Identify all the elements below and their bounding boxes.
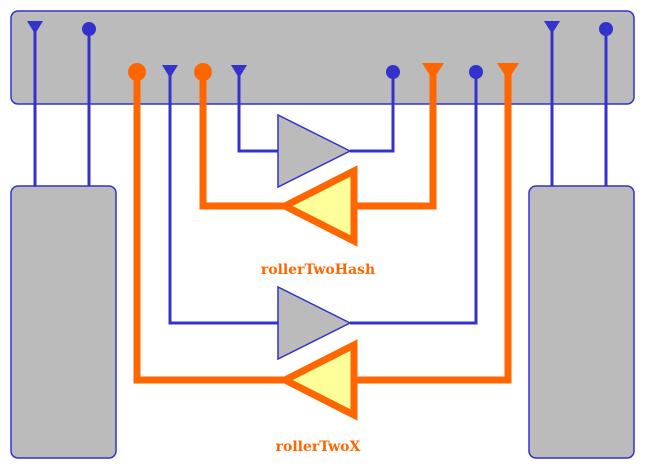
dot-port-icon xyxy=(469,65,483,79)
buffer-triangle-left-icon xyxy=(277,339,358,421)
triangle-port-icon xyxy=(497,63,519,80)
triangle-port-icon xyxy=(27,21,43,34)
triangle-port-icon xyxy=(231,65,247,78)
outer-orange-wire-return xyxy=(133,73,285,384)
upper-blue-wire xyxy=(237,72,280,153)
dot-port-icon xyxy=(194,63,212,81)
outer-orange-wire xyxy=(355,70,512,384)
dot-port-icon xyxy=(599,22,613,36)
label-rollertwohash: rollerTwoHash xyxy=(261,262,375,278)
dot-port-icon xyxy=(82,22,96,36)
dot-port-icon xyxy=(386,65,400,79)
triangle-port-icon xyxy=(422,63,444,80)
buffer-triangle-right-icon xyxy=(277,285,352,361)
upper-blue-wire-out xyxy=(350,72,395,153)
buffer-triangle-left-icon xyxy=(277,165,358,247)
upper-orange-wire-return xyxy=(199,73,285,210)
lower-blue-wire xyxy=(168,72,280,325)
buffer-triangle-right-icon xyxy=(277,113,352,189)
upper-orange-wire xyxy=(355,70,437,210)
dot-port-icon xyxy=(128,63,146,81)
triangle-port-icon xyxy=(544,21,560,34)
top-box xyxy=(10,10,635,105)
triangle-port-icon xyxy=(162,65,178,78)
lower-blue-wire-out xyxy=(350,72,478,325)
left-box xyxy=(10,185,117,459)
right-box xyxy=(528,185,635,459)
label-rollertwox: rollerTwoX xyxy=(276,439,361,455)
